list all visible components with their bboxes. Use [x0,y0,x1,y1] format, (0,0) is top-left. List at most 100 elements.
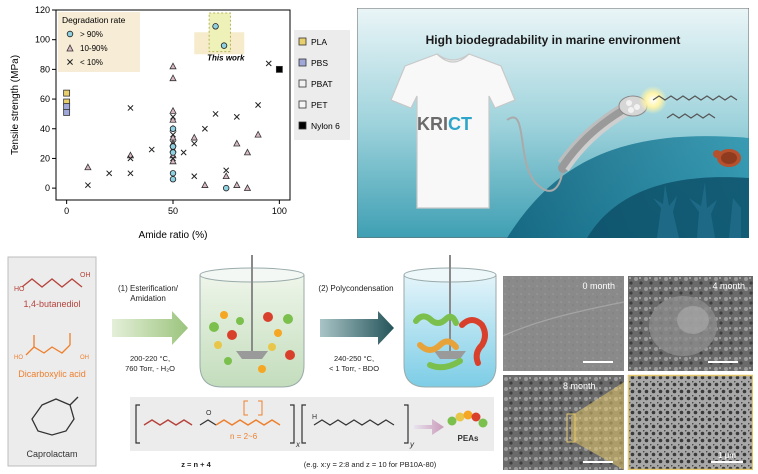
material-legend-swatch [298,37,307,46]
acid-ho-label: HO [14,355,23,361]
data-point-cross [191,140,198,147]
fiber-thread [506,116,564,192]
sea-turtle-icon [713,149,741,167]
data-point-cross [127,170,134,177]
data-point-circle [222,184,230,192]
y-tick-label: 120 [35,5,50,15]
data-point-cross [255,102,262,108]
product-label: PEAs [458,434,479,443]
material-point-nylon-6 [275,65,283,73]
product-chain-icon [447,410,488,428]
legend-marker-cross [67,59,73,65]
sem-micrographs: 0 month 4 month 8 month 1 μm [503,276,753,470]
sem-image-4-month [628,276,753,371]
marine-illustration: High biodegradability in marine environm… [357,8,749,238]
example-note: (e.g. x:y = 2:8 and z = 10 for PB10A-80) [304,460,437,469]
y-tick-label: 0 [45,183,50,193]
data-point-circle [169,143,177,150]
material-legend-swatch [298,121,307,130]
step1-conditions-2: 760 Torr, - H₂O [125,364,175,373]
step1-conditions: 200-220 °C, [130,354,170,363]
y-axis-label: Tensile strength (MPa) [10,55,21,155]
polymer-formula [135,400,409,444]
sem-image-0-month [503,276,625,371]
sem-scalebar-label: 1 μm [718,451,736,460]
material-legend-label: PBS [311,58,328,68]
monomer-dicarboxylic-acid: Dicarboxylic acid [18,369,86,379]
y-tick-label: 20 [40,153,50,163]
data-point-triangle [201,181,209,188]
data-point-cross [233,113,240,120]
data-point-cross [148,146,155,153]
data-point-triangle [169,106,177,114]
sem-image-8-month [503,375,624,470]
acid-oh-label: OH [80,355,89,361]
z-relation: z = n + 4 [181,460,211,469]
this-work-point [212,23,219,30]
y-tick-label: 100 [35,35,50,45]
data-point-triangle [243,184,252,191]
this-work-box [208,12,231,53]
ester-oxygen-label: O [206,410,212,417]
monomer-box [7,256,97,467]
caprolactam-structure [31,396,79,436]
y-tick-label: 40 [40,124,50,134]
sem-label-0-month: 0 month [582,281,615,291]
x-axis-label: Amide ratio (%) [139,230,208,241]
data-point-circle [169,125,177,132]
data-point-cross [223,167,230,174]
formula-x-subscript: x [295,440,301,449]
marker-legend-label: > 90% [80,30,103,39]
marker-legend-box [58,12,140,72]
data-point-cross [191,173,198,180]
legend-marker-circle [66,30,74,38]
synthesis-scheme: HO OH 1,4-butanediol HO OH Dicarboxylic … [7,255,497,469]
polymer-chain-icon [652,95,738,119]
reactor-2 [403,255,497,388]
material-point-pla [63,89,71,97]
data-point-cross [180,149,187,156]
material-point-pbs [63,109,71,116]
diol-oh-left: HO [14,286,25,293]
data-point-cross [170,131,176,138]
data-point-circle [169,170,177,177]
reactor-1 [199,255,305,388]
monomer-butanediol: 1,4-butanediol [23,299,80,309]
data-point-triangle [169,62,177,70]
formula-n-range: n = 2~6 [230,432,258,441]
diol-oh-right: OH [80,272,91,279]
data-point-triangle [233,139,241,147]
illustration-title: High biodegradability in marine environm… [426,33,681,47]
y-tick-label: 60 [40,94,50,104]
marker-legend-label: < 10% [80,58,103,67]
data-point-cross [212,110,219,117]
sem-label-4-month: 4 month [712,281,745,291]
data-point-cross [84,182,91,189]
data-point-cross [201,125,208,132]
step2-label: (2) Polycondensation [318,284,393,293]
material-point-pbs [63,103,71,110]
step2-conditions-2: < 1 Torr, - BDO [329,364,379,373]
sem-image-8-month-zoom [627,374,753,470]
material-legend-label: PLA [311,37,327,47]
material-legend-swatch [298,100,307,109]
data-point-cross [127,155,134,162]
fiber-bundle [557,95,648,173]
y-tick-label: 80 [40,64,50,74]
data-point-triangle [233,181,241,188]
coral-reef-icon [653,182,741,238]
data-point-triangle [254,130,262,138]
sem-label-8-month: 8 month [563,381,596,391]
butanediol-structure [21,278,83,288]
marker-legend-label: 10-90% [80,44,108,53]
step2-conditions: 240-250 °C, [334,354,374,363]
data-point-cross [127,105,134,111]
material-legend-label: PET [311,100,328,110]
data-point-triangle [243,148,252,156]
data-point-cross [106,170,113,177]
krict-logo: KRICT [417,114,472,134]
data-point-cross [170,113,176,120]
data-point-cross [170,155,176,162]
data-point-triangle [169,157,177,165]
material-legend-label: Nylon 6 [311,121,340,131]
